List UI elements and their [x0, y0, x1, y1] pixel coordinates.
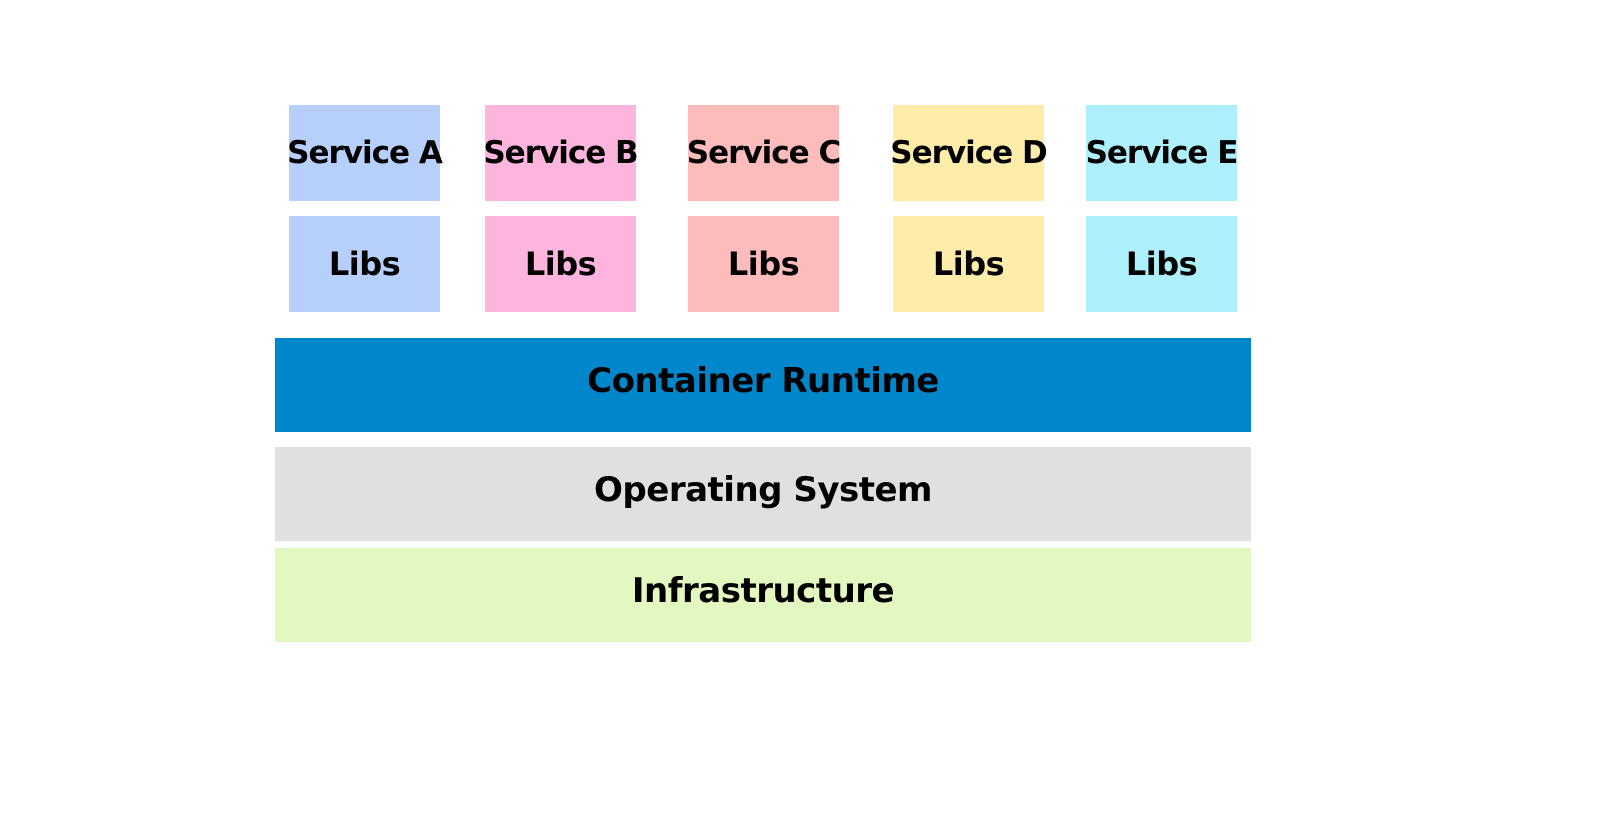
operating-system-layer: Operating System — [275, 447, 1251, 541]
libs-a-box: Libs — [289, 216, 440, 312]
service-b-box: Service B — [483, 105, 639, 201]
infrastructure-layer: Infrastructure — [275, 548, 1251, 642]
service-d-box: Service D — [890, 105, 1048, 201]
libs-c-box: Libs — [688, 216, 839, 312]
service-a-box: Service A — [287, 105, 443, 201]
service-c-box: Service C — [687, 105, 841, 201]
libs-e-box: Libs — [1086, 216, 1237, 312]
service-e-box: Service E — [1086, 105, 1238, 201]
libs-b-box: Libs — [485, 216, 636, 312]
container-runtime-layer: Container Runtime — [275, 338, 1251, 432]
libs-d-box: Libs — [893, 216, 1044, 312]
